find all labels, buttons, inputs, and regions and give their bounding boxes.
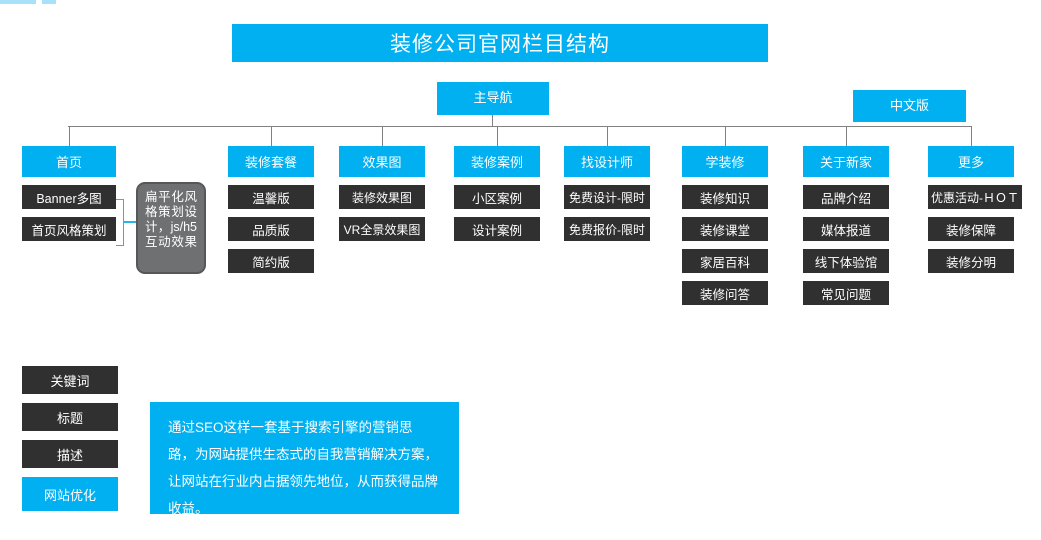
item-more-guarantee[interactable]: 装修保障 (928, 217, 1014, 241)
item-designer-free-design[interactable]: 免费设计-限时 (564, 185, 650, 209)
column-about: 关于新家 品牌介绍 媒体报道 线下体验馆 常见问题 (803, 126, 889, 305)
connector-drop-cases (497, 126, 498, 146)
item-learn-knowledge[interactable]: 装修知识 (682, 185, 768, 209)
item-designer-free-quote[interactable]: 免费报价-限时 (564, 217, 650, 241)
item-renderings-vr[interactable]: VR全景效果图 (339, 217, 425, 241)
page-title: 装修公司官网栏目结构 (232, 24, 768, 62)
column-packages: 装修套餐 温馨版 品质版 简约版 (228, 126, 314, 273)
seo-item-website-optimization[interactable]: 网站优化 (22, 477, 118, 511)
item-home-banner[interactable]: Banner多图 (22, 185, 116, 209)
connector-drop-find-designer (607, 126, 608, 146)
bracket-bottom-arm (116, 245, 124, 246)
column-more: 更多 优惠活动-ＨＯＴ 装修保障 装修分明 (928, 126, 1022, 273)
item-packages-simple[interactable]: 简约版 (228, 249, 314, 273)
column-head-cases[interactable]: 装修案例 (454, 146, 540, 177)
connector-drop-about (846, 126, 847, 146)
item-home-style-plan[interactable]: 首页风格策划 (22, 217, 116, 241)
item-about-brand[interactable]: 品牌介绍 (803, 185, 889, 209)
connector-drop-learn (725, 126, 726, 146)
item-learn-encyclopedia[interactable]: 家居百科 (682, 249, 768, 273)
seo-description-panel: 通过SEO这样一套基于搜索引擎的营销思路，为网站提供生态式的自我营销解决方案，让… (150, 402, 459, 516)
column-head-learn[interactable]: 学装修 (682, 146, 768, 177)
seo-item-title[interactable]: 标题 (22, 403, 118, 431)
item-more-promotion-hot[interactable]: 优惠活动-ＨＯＴ (928, 185, 1022, 209)
item-renderings-decoration[interactable]: 装修效果图 (339, 185, 425, 209)
item-about-media[interactable]: 媒体报道 (803, 217, 889, 241)
item-learn-classroom[interactable]: 装修课堂 (682, 217, 768, 241)
item-learn-qa[interactable]: 装修问答 (682, 281, 768, 305)
connector-drop-packages (271, 126, 272, 146)
item-packages-quality[interactable]: 品质版 (228, 217, 314, 241)
item-about-offline-store[interactable]: 线下体验馆 (803, 249, 889, 273)
column-head-find-designer[interactable]: 找设计师 (564, 146, 650, 177)
column-renderings: 效果图 装修效果图 VR全景效果图 (339, 126, 425, 241)
top-decoration-bar-left (0, 0, 36, 4)
connector-mainnav-stem (492, 115, 493, 126)
column-head-renderings[interactable]: 效果图 (339, 146, 425, 177)
seo-node-stack: 关键词 标题 描述 网站优化 (22, 366, 118, 520)
item-cases-design[interactable]: 设计案例 (454, 217, 540, 241)
bracket-top-arm (116, 199, 124, 200)
column-cases: 装修案例 小区案例 设计案例 (454, 126, 540, 241)
column-head-more[interactable]: 更多 (928, 146, 1014, 177)
column-head-home[interactable]: 首页 (22, 146, 116, 177)
column-find-designer: 找设计师 免费设计-限时 免费报价-限时 (564, 126, 650, 241)
column-learn: 学装修 装修知识 装修课堂 家居百科 装修问答 (682, 126, 768, 305)
connector-drop-renderings (382, 126, 383, 146)
seo-item-description[interactable]: 描述 (22, 440, 118, 468)
item-more-transparency[interactable]: 装修分明 (928, 249, 1014, 273)
connector-drop-more (971, 126, 972, 146)
connector-bus (68, 126, 972, 127)
bracket-stem (123, 221, 136, 223)
seo-item-keywords[interactable]: 关键词 (22, 366, 118, 394)
top-decoration-bar-right (42, 0, 56, 4)
column-head-about[interactable]: 关于新家 (803, 146, 889, 177)
node-main-navigation[interactable]: 主导航 (437, 82, 549, 115)
note-flat-design: 扁平化风格策划设计，js/h5互动效果 (136, 182, 206, 274)
item-packages-warm[interactable]: 温馨版 (228, 185, 314, 209)
item-about-faq[interactable]: 常见问题 (803, 281, 889, 305)
column-head-packages[interactable]: 装修套餐 (228, 146, 314, 177)
node-language-version[interactable]: 中文版 (853, 90, 966, 122)
connector-drop-home (69, 126, 70, 146)
column-home: 首页 Banner多图 首页风格策划 (22, 126, 116, 241)
item-cases-community[interactable]: 小区案例 (454, 185, 540, 209)
